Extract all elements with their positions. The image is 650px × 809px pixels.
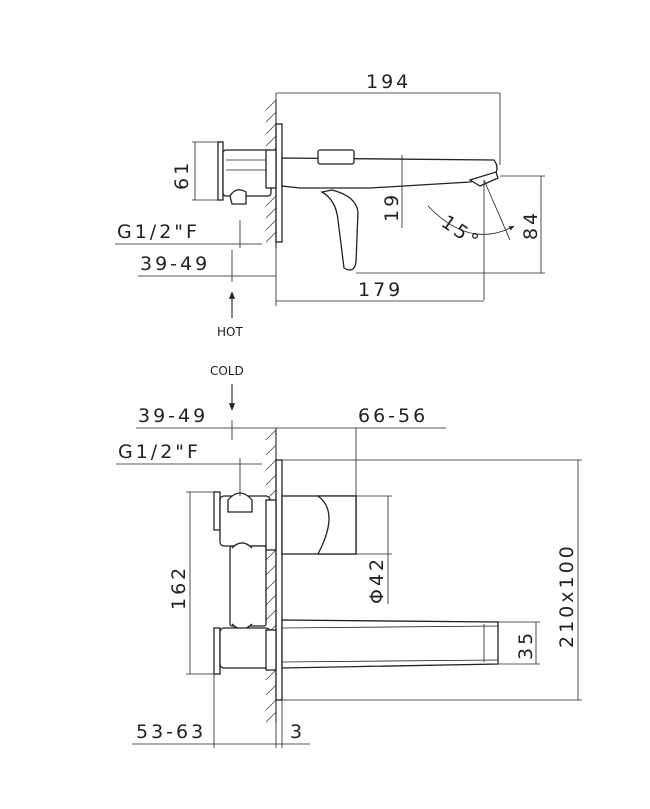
angle-arc (427, 205, 515, 235)
hot-label: HOT (217, 325, 243, 339)
dim-210x100-label: 210x100 (556, 543, 578, 648)
dim-g12f-front-label: G1/2"F (118, 441, 201, 463)
spout-side (281, 157, 498, 189)
lever-handle-side (320, 189, 359, 271)
dim-35-label: 35 (515, 630, 537, 660)
dim-53-63-label: 53-63 (136, 721, 206, 743)
handle-front (281, 495, 357, 555)
dim-84-label: 84 (520, 210, 542, 240)
dim-162-label: 162 (168, 565, 190, 610)
dim-3-label: 3 (290, 721, 305, 743)
cover-plate-front (275, 459, 283, 701)
dim-39-49-side-label: 39-49 (140, 253, 210, 275)
spout-front (281, 619, 499, 669)
front-view: COLD (116, 364, 582, 748)
dim-19-label: 19 (381, 192, 403, 222)
aerator-side (468, 171, 499, 187)
dim-15deg-label: 15° (437, 211, 485, 254)
cover-plate-side (275, 123, 283, 243)
dim-phi42-label: Φ42 (366, 556, 388, 604)
wall-hatch-bottom (265, 428, 277, 723)
dim-179-label: 179 (358, 279, 403, 301)
dim-66-56-label: 66-56 (358, 405, 428, 427)
dim-194-label: 194 (366, 71, 411, 93)
dim-g12f-side-label: G1/2"F (117, 221, 200, 243)
concealed-body-side (217, 141, 277, 205)
dim-61-label: 61 (171, 160, 193, 190)
side-view: 194 61 19 15° 84 G1/2"F 39-49 179 H (115, 71, 545, 339)
concealed-body-front (213, 491, 277, 675)
dim-39-49-front-label: 39-49 (138, 405, 208, 427)
lever-hub-side (317, 149, 355, 165)
cold-label: COLD (210, 364, 244, 378)
